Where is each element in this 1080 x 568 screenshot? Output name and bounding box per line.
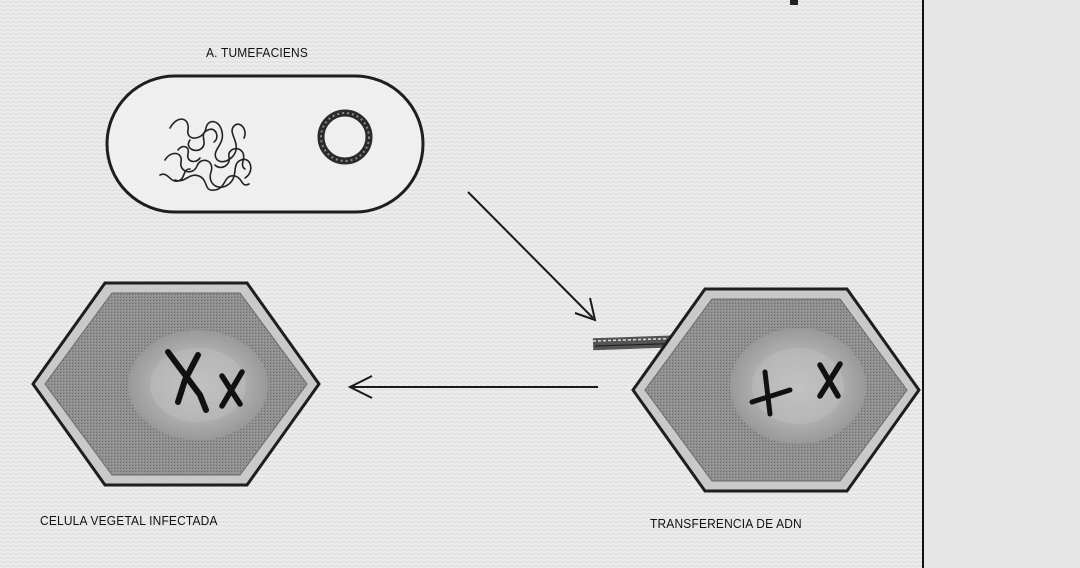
top-mark <box>790 0 798 5</box>
label-dna-transfer: TRANSFERENCIA DE ADN <box>650 516 802 531</box>
side-panel <box>923 0 1080 568</box>
label-infected-cell: CELULA VEGETAL INFECTADA <box>40 513 218 528</box>
label-bacterium: A. TUMEFACIENS <box>206 45 308 60</box>
bacterium <box>107 76 423 212</box>
